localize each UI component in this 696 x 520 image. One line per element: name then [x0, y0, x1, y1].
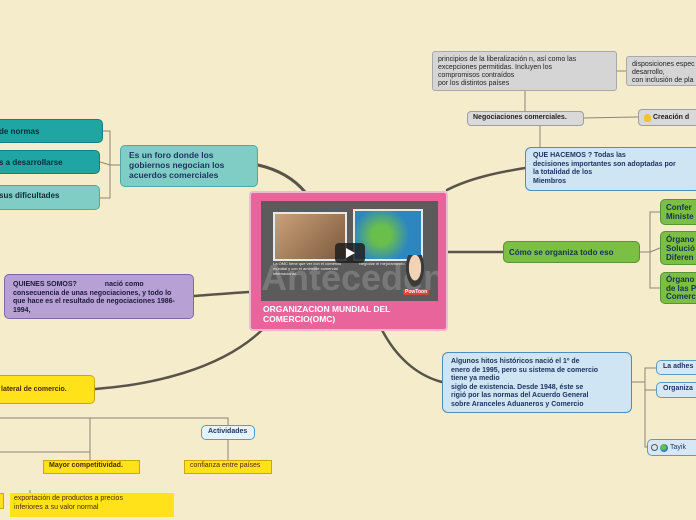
- thumbnail-caption-right: Negociar el mejoramiento...: [359, 261, 408, 266]
- node-tayik-label: Tayik: [670, 444, 686, 451]
- node-actividades-label: Actividades: [208, 428, 248, 435]
- node-exportacion-label: exportación de productos a precios infer…: [14, 495, 123, 511]
- node-desarrollo[interactable]: s a desarrollarse: [0, 150, 100, 174]
- play-icon: [346, 248, 355, 258]
- powtoon-logo-text: PowToon: [405, 289, 428, 295]
- node-negociaciones[interactable]: Negociaciones comerciales.: [467, 111, 584, 126]
- play-button[interactable]: [335, 243, 365, 263]
- central-title: ORGANIZACION MUNDIAL DEL COMERCIO(OMC): [263, 304, 391, 324]
- node-competitividad[interactable]: Mayor competitividad.: [43, 460, 140, 474]
- node-principios-label: principios de la liberalización n, así c…: [438, 56, 577, 87]
- node-como-organiza-label: Cómo se organiza todo eso: [509, 247, 614, 257]
- node-multilateral-label: lateral de comercio.: [1, 386, 67, 393]
- node-adhesion-label: La adhes: [663, 363, 694, 370]
- node-que-hacemos[interactable]: QUE HACEMOS ? Todas las decisiones impor…: [525, 147, 696, 191]
- handshake-image: [273, 212, 347, 261]
- node-creacion[interactable]: Creación d: [638, 109, 696, 126]
- node-negociaciones-label: Negociaciones comerciales.: [473, 114, 567, 121]
- node-organo-solucion-label: Órgano Solució Diferen: [666, 235, 695, 262]
- video-thumbnail[interactable]: Antecedentes La OMC tiene que ver con el…: [261, 201, 438, 301]
- node-normas-label: de normas: [0, 126, 40, 136]
- node-dificultades[interactable]: sus dificultades: [0, 185, 100, 210]
- node-confianza-label: confianza entre países: [190, 462, 261, 469]
- node-disposiciones-label: disposiciones espec desarrollo, con incl…: [632, 61, 695, 84]
- node-organo-solucion[interactable]: Órgano Solució Diferen: [660, 231, 696, 265]
- quienes-text: nació como consecuencia de unas negociac…: [13, 281, 175, 314]
- thumbnail-caption-left: La OMC tiene que ver con el comercio mun…: [273, 261, 342, 276]
- lightbulb-icon: [644, 113, 651, 122]
- node-hitos[interactable]: Algunos hitos históricos nació el 1º de …: [442, 352, 632, 413]
- node-foro-label: Es un foro donde los gobiernos negocian …: [129, 150, 225, 180]
- node-organo-politicas-label: Órgano de las P Comerci: [666, 275, 696, 301]
- node-disposiciones[interactable]: disposiciones espec desarrollo, con incl…: [626, 56, 696, 86]
- node-quienes-somos[interactable]: QUIENES SOMOS?nació como consecuencia de…: [4, 274, 194, 319]
- node-que-hacemos-label: QUE HACEMOS ? Todas las decisiones impor…: [533, 152, 676, 185]
- node-tayik[interactable]: Tayik: [647, 439, 696, 456]
- node-exportacion[interactable]: exportación de productos a precios infer…: [10, 493, 174, 517]
- node-dificultades-label: sus dificultades: [0, 191, 60, 200]
- quienes-label: QUIENES SOMOS?: [13, 281, 77, 288]
- node-principios[interactable]: principios de la liberalización n, así c…: [432, 51, 617, 91]
- node-como-organiza[interactable]: Cómo se organiza todo eso: [503, 241, 640, 263]
- node-conferencia-label: Confer Ministe: [666, 203, 694, 221]
- node-organiza[interactable]: Organiza: [656, 382, 696, 398]
- node-desarrollo-label: s a desarrollarse: [0, 157, 63, 167]
- node-confianza[interactable]: confianza entre países: [184, 460, 272, 474]
- node-multilateral[interactable]: lateral de comercio.: [0, 375, 95, 404]
- node-creacion-label: Creación d: [653, 114, 690, 121]
- node-adhesion[interactable]: La adhes: [656, 360, 696, 375]
- node-hitos-label: Algunos hitos históricos nació el 1º de …: [451, 358, 599, 408]
- globe-icon: [660, 443, 668, 452]
- node-organo-politicas[interactable]: Órgano de las P Comerci: [660, 272, 696, 304]
- node-foro[interactable]: Es un foro donde los gobiernos negocian …: [120, 145, 258, 187]
- node-small-yellow[interactable]: [0, 493, 4, 509]
- search-icon: [651, 444, 658, 451]
- node-competitividad-label: Mayor competitividad.: [49, 462, 123, 469]
- powtoon-logo: PowToon: [403, 289, 430, 295]
- node-actividades[interactable]: Actividades: [201, 425, 255, 440]
- node-normas[interactable]: de normas: [0, 119, 103, 143]
- node-conferencia[interactable]: Confer Ministe: [660, 199, 696, 225]
- node-organiza-label: Organiza: [663, 385, 693, 392]
- central-node[interactable]: Antecedentes La OMC tiene que ver con el…: [249, 191, 448, 331]
